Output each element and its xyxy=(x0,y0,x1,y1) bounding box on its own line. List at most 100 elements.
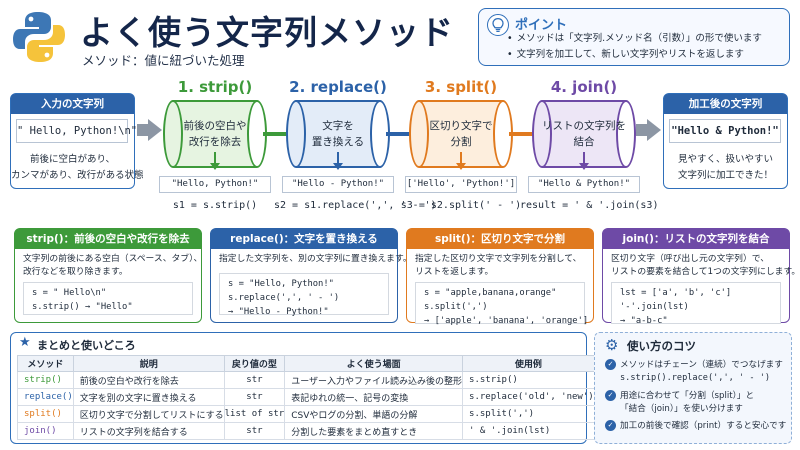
down-arrow-icon xyxy=(579,163,589,170)
column-header: 使用例 xyxy=(462,355,595,372)
input-desc-line: カンマがあり、改行がある状態 xyxy=(11,170,144,181)
point-item: 文字列を加工して、新しい文字列やリストを返します xyxy=(507,47,762,63)
tip-item: ✓ 加工の前後で確認（print）すると安心です xyxy=(605,420,786,433)
table-cell: replace() xyxy=(17,388,74,406)
input-value: " Hello, Python!\n" xyxy=(16,119,137,143)
table-cell: join() xyxy=(17,422,74,440)
method-card: join()：リストの文字列を結合区切り文字（呼び出し元の文字列）で、リストの要… xyxy=(602,228,800,326)
cylinder-right-cap xyxy=(616,100,636,168)
down-arrow-shaft xyxy=(337,152,339,164)
method-card: split()：区切り文字で分割指定した区切り文字で文字列を分割して、リストを返… xyxy=(406,228,594,326)
card-code-line: → ['apple', 'banana', 'orange'] xyxy=(424,316,589,326)
table-cell: str xyxy=(223,371,286,389)
card-code-line: → "Hello - Python!" xyxy=(228,307,329,317)
step-description: リストの文字列を結合 xyxy=(542,100,626,168)
output-desc-line: 文字列に加工できた！ xyxy=(677,170,773,181)
down-arrow-icon xyxy=(456,163,466,170)
tip-item: ✓メソッドはチェーン（連続）でつなげます s.strip().replace('… xyxy=(605,359,783,384)
table-cell: CSVやログの分割、単語の分解 xyxy=(284,405,464,423)
output-value: "Hello & Python!" xyxy=(669,119,781,143)
card-description: 区切り文字（呼び出し元の文字列）で、リストの要素を結合して1つの文字列にします。 xyxy=(611,253,800,279)
step-cylinder: 文字を置き換える xyxy=(286,100,390,168)
card-code-block: s = "Hello, Python!"s.replace(',', ' - '… xyxy=(219,273,389,317)
step-desc-line: 結合 xyxy=(573,136,595,148)
check-icon: ✓ xyxy=(605,420,616,431)
page-title: よく使う文字列メソッド xyxy=(80,13,454,52)
card-desc-line: 改行などを取り除きます。 xyxy=(23,267,128,277)
step-title: 4. join() xyxy=(550,78,618,96)
table-cell: リストの文字列を結合する xyxy=(72,422,225,440)
card-code-block: s = "apple,banana,orange"s.split(',') → … xyxy=(415,282,588,326)
step-code: s2 = s1.replace(',', ' - ') xyxy=(274,200,437,211)
point-list: メソッドは「文字列.メソッド名（引数）」の形で使います 文字列を加工して、新しい… xyxy=(507,31,762,62)
down-arrow-icon xyxy=(333,163,343,170)
output-heading: 加工後の文字列 xyxy=(664,94,787,114)
column-header: 戻り値の型 xyxy=(223,355,286,372)
down-arrow-icon xyxy=(210,163,220,170)
table-cell: strip() xyxy=(17,371,74,389)
table-cell: 文字を別の文字に置き換える xyxy=(72,388,225,406)
table-cell: ' & '.join(lst) xyxy=(462,422,595,440)
method-card: strip()：前後の空白や改行を除去文字列の前後にある空白（スペース、タブ）、… xyxy=(14,228,202,323)
table-cell: split() xyxy=(17,405,74,423)
card-code-block: s = " Hello\n"s.strip() → "Hello" xyxy=(23,282,193,315)
card-code-line: s.strip() → "Hello" xyxy=(32,302,133,312)
card-desc-line: 文字列の前後にある空白（スペース、タブ）、 xyxy=(23,254,203,264)
card-desc-line: 指定した区切り文字で文字列を分割して、 xyxy=(415,254,582,264)
summary-title: まとめと使いどころ xyxy=(37,339,136,352)
card-code-block: lst = ['a', 'b', 'c']'-'.join(lst) → "a-… xyxy=(611,282,781,326)
tip-code: s.strip().replace(',', ' - ') xyxy=(620,372,771,383)
card-code-line: → "a-b-c" xyxy=(620,316,668,326)
column-header: よく使う場面 xyxy=(284,355,464,372)
table-cell: s.strip() xyxy=(462,371,595,389)
python-logo xyxy=(13,12,65,62)
card-code-line: s = "apple,banana,orange" xyxy=(424,288,557,298)
step-description: 前後の空白や改行を除去 xyxy=(173,100,257,168)
step-desc-line: 文字を xyxy=(322,120,354,132)
cylinder-left-cap xyxy=(163,100,183,168)
tip-text: 加工の前後で確認（print）すると安心です xyxy=(620,421,787,431)
point-item: メソッドは「文字列.メソッド名（引数）」の形で使います xyxy=(507,31,762,47)
summary-panel: ★ まとめと使いどころ メソッド 説明 戻り値の型 よく使う場面 使用例 str… xyxy=(10,332,595,444)
card-heading: replace()：文字を置き換える xyxy=(211,229,397,249)
step-desc-line: 区切り文字で xyxy=(429,120,493,132)
step-title: 3. split() xyxy=(424,78,498,96)
table-cell: ユーザー入力やファイル読み込み後の整形 xyxy=(284,371,464,389)
page-subtitle: メソッド：値に紐づいた処理 xyxy=(82,53,245,68)
card-description: 文字列の前後にある空白（スペース、タブ）、改行などを取り除きます。 xyxy=(23,253,202,279)
step-desc-line: リストの文字列を xyxy=(542,120,626,132)
tip-text: 「結合（join）」を使い分けます xyxy=(620,403,743,414)
table-cell: 表記ゆれの統一、記号の変換 xyxy=(284,388,464,406)
table-cell: s.split(',') xyxy=(462,405,595,423)
gear-icon: ⚙ xyxy=(605,336,619,354)
card-desc-line: 区切り文字（呼び出し元の文字列）で、 xyxy=(611,254,769,264)
tip-item: ✓用途に合わせて「分割（split）」と 「結合（join）」を使い分けます xyxy=(605,390,754,415)
point-title: ポイント xyxy=(515,18,568,33)
flow-arrow-right-icon xyxy=(148,119,162,141)
step-result: ['Hello', 'Python!'] xyxy=(405,176,517,193)
step-cylinder: リストの文字列を結合 xyxy=(532,100,636,168)
card-description: 指定した区切り文字で文字列を分割して、リストを返します。 xyxy=(415,253,581,279)
step-code: result = ' & '.join(s3) xyxy=(520,200,659,211)
table-cell: str xyxy=(223,388,286,406)
down-arrow-shaft xyxy=(583,152,585,164)
step-title: 1. strip() xyxy=(177,78,253,96)
table-cell: 分割した要素をまとめ直すとき xyxy=(284,422,464,440)
step-connector xyxy=(509,132,540,136)
check-icon: ✓ xyxy=(605,359,616,370)
table-cell: s.replace('old', 'new') xyxy=(462,388,595,406)
method-card: replace()：文字を置き換える指定した文字列を、別の文字列に置き換えます。… xyxy=(210,228,412,323)
input-desc-line: 前後に空白があり、 xyxy=(29,154,116,165)
point-box: ポイント メソッドは「文字列.メソッド名（引数）」の形で使います 文字列を加工し… xyxy=(478,8,790,66)
card-code-line: s = "Hello, Python!" xyxy=(228,279,334,289)
table-header-row: メソッド 説明 戻り値の型 よく使う場面 使用例 xyxy=(17,355,595,372)
step-result: "Hello & Python!" xyxy=(528,176,640,193)
step-desc-line: 改行を除去 xyxy=(188,136,242,148)
card-desc-line: リストを返します。 xyxy=(415,267,494,277)
output-desc-line: 見やすく、扱いやすい xyxy=(677,154,773,165)
step-connector xyxy=(263,132,294,136)
